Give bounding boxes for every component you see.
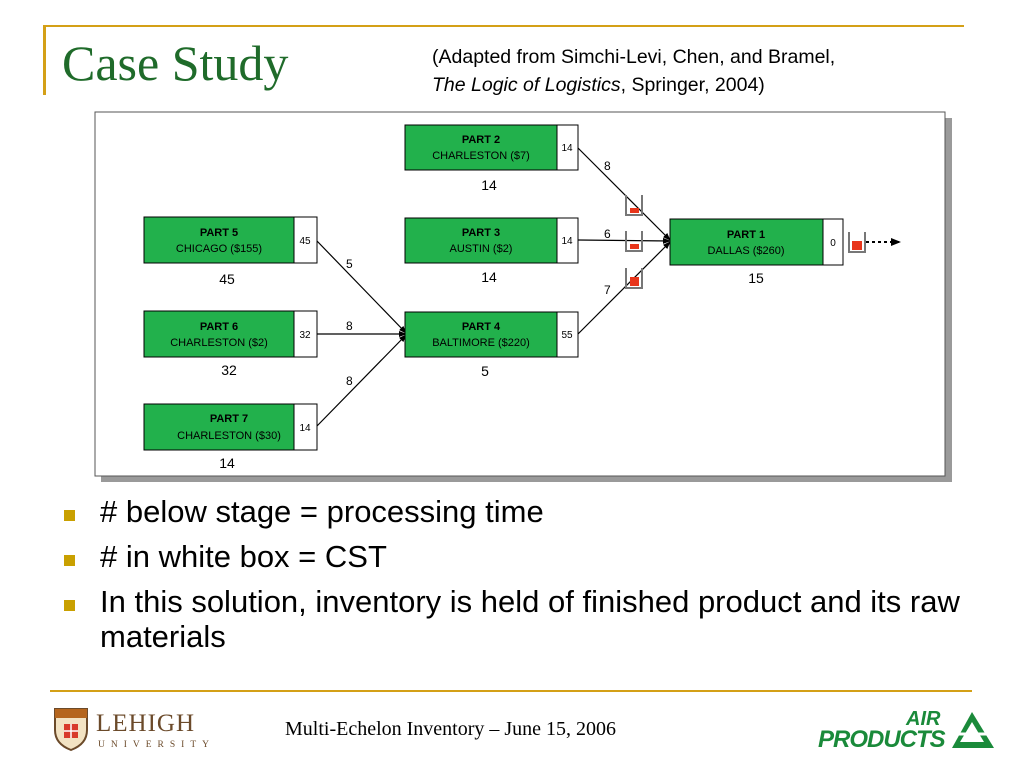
node-part1-cst: 0: [830, 238, 836, 249]
node-part5-time: 45: [219, 271, 235, 287]
node-part2-time: 14: [481, 177, 497, 193]
left-gold-rule: [43, 25, 46, 95]
citation-line1: (Adapted from Simchi-Levi, Chen, and Bra…: [432, 46, 836, 68]
footer-caption: Multi-Echelon Inventory – June 15, 2006: [285, 718, 617, 740]
node-part6-time: 32: [221, 362, 237, 378]
bullet-item: # in white box = CST: [62, 539, 962, 574]
node-part2-cst: 14: [561, 143, 573, 154]
edge-label-part2-part1: 8: [604, 159, 611, 173]
air-products-air-text: AIR: [906, 708, 941, 730]
footer-gold-rule: [50, 690, 972, 692]
node-part3-location: AUSTIN ($2): [450, 243, 513, 255]
node-part6-cst: 32: [299, 330, 311, 341]
node-part5-cst: 45: [299, 236, 311, 247]
node-part4-name: PART 4: [462, 321, 501, 333]
node-part7: PART 7 CHARLESTON ($30) 14 14: [143, 403, 318, 471]
air-products-products-text: PRODUCTS: [818, 726, 946, 753]
node-part3-cst: 14: [561, 236, 573, 247]
air-products-logo: AIR PRODUCTS: [818, 706, 998, 754]
node-part2: PART 2 CHARLESTON ($7) 14 14: [404, 124, 579, 193]
node-part3-time: 14: [481, 269, 497, 285]
node-part7-name: PART 7: [210, 413, 248, 425]
edge-label-part3-part1: 6: [604, 227, 611, 241]
lehigh-logo: LEHIGH UNIVERSITY: [52, 706, 222, 754]
inventory-buffer-part3: [625, 231, 643, 252]
node-part4: PART 4 BALTIMORE ($220) 55 5: [404, 311, 579, 379]
inventory-fill-part1: [852, 241, 862, 250]
inventory-fill-part3: [630, 244, 639, 249]
inventory-fill-part2: [630, 208, 639, 213]
node-part1: PART 1 DALLAS ($260) 0 15: [669, 218, 844, 286]
top-gold-rule: [43, 25, 964, 27]
node-part1-name: PART 1: [727, 229, 765, 241]
bullet-item: In this solution, inventory is held of f…: [62, 584, 962, 654]
node-part1-time: 15: [748, 270, 764, 286]
bullet-square-icon: [64, 600, 75, 611]
node-part7-time: 14: [219, 455, 235, 471]
inventory-buffer-part2: [625, 195, 643, 216]
node-part3: PART 3 AUSTIN ($2) 14 14: [404, 217, 579, 285]
node-part2-name: PART 2: [462, 134, 500, 146]
bullet-list: # below stage = processing time # in whi…: [62, 494, 962, 664]
bullet-square-icon: [64, 555, 75, 566]
lehigh-university-text: UNIVERSITY: [98, 740, 215, 750]
citation-line2: The Logic of Logistics, Springer, 2004): [432, 71, 835, 99]
inventory-fill-part4: [630, 277, 639, 286]
air-products-triangle-icon: [952, 712, 994, 748]
node-part5-location: CHICAGO ($155): [176, 243, 262, 255]
node-part6: PART 6 CHARLESTON ($2) 32 32: [143, 310, 318, 378]
inventory-buffer-part4: [625, 268, 643, 289]
node-part2-location: CHARLESTON ($7): [432, 150, 530, 162]
node-part4-cst: 55: [561, 330, 573, 341]
lehigh-wordmark: LEHIGH: [96, 710, 196, 737]
bullet-text: # below stage = processing time: [100, 494, 544, 529]
node-part5-name: PART 5: [200, 227, 238, 239]
edge-part5-part4: [316, 240, 407, 334]
node-part4-location: BALTIMORE ($220): [432, 337, 530, 349]
node-part6-name: PART 6: [200, 321, 238, 333]
node-part5: PART 5 CHICAGO ($155) 45 45: [143, 216, 318, 287]
bullet-text: # in white box = CST: [100, 539, 387, 574]
edge-label-part6-part4: 8: [346, 319, 353, 333]
node-part6-location: CHARLESTON ($2): [170, 337, 268, 349]
bullet-item: # below stage = processing time: [62, 494, 962, 529]
edge-label-part5-part4: 5: [346, 257, 353, 271]
edge-label-part4-part1: 7: [604, 283, 611, 297]
edge-part3-part1: [577, 237, 671, 244]
node-part7-cst: 14: [299, 423, 311, 434]
citation-publisher: , Springer, 2004): [620, 74, 765, 96]
edge-part2-part1: [577, 147, 671, 241]
bullet-square-icon: [64, 510, 75, 521]
node-part7-location: CHARLESTON ($30): [177, 430, 281, 442]
edge-part7-part4: [316, 334, 407, 427]
bullet-text: In this solution, inventory is held of f…: [100, 584, 960, 654]
edge-part4-part1: [577, 241, 671, 335]
node-part3-name: PART 3: [462, 227, 500, 239]
node-part1-location: DALLAS ($260): [707, 245, 784, 257]
citation-book-title: The Logic of Logistics: [432, 74, 621, 96]
edge-label-part7-part4: 8: [346, 374, 353, 388]
citation: (Adapted from Simchi-Levi, Chen, and Bra…: [432, 43, 835, 99]
lehigh-shield-icon: [54, 708, 88, 752]
supply-chain-diagram: 8 6 7 5 8 8 PART 2 CHARLESTON ($7) 14 14…: [94, 111, 952, 482]
inventory-buffer-part1: [848, 232, 866, 253]
slide-title: Case Study: [62, 35, 289, 91]
node-part4-time: 5: [481, 363, 489, 379]
